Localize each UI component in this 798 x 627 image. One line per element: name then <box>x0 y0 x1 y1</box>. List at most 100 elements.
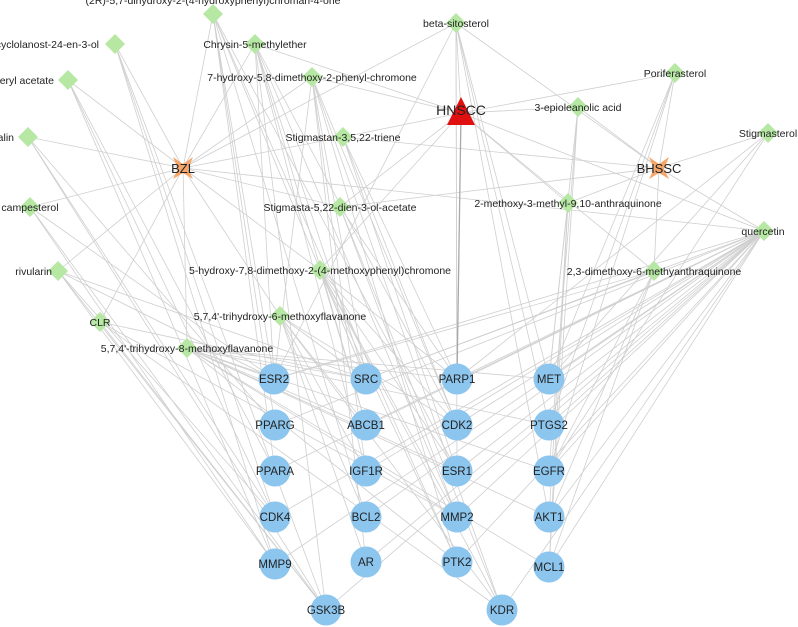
target-node-parp1[interactable]: PARP1 <box>439 363 476 395</box>
target-node-akt1[interactable]: AKT1 <box>533 501 565 533</box>
target-node-gsk3b[interactable]: GSK3B <box>307 594 346 626</box>
edge-c21-BZL <box>182 167 188 349</box>
target-circle <box>533 455 565 487</box>
edge-c16-t1 <box>57 270 275 380</box>
target-node-esr1[interactable]: ESR1 <box>441 455 473 487</box>
target-node-ar[interactable]: AR <box>350 546 382 578</box>
target-node-esr2[interactable]: ESR2 <box>258 363 290 395</box>
edge-c10-BZL <box>182 136 344 169</box>
compound-node-c5[interactable]: Sitosteryl acetate <box>0 70 78 90</box>
compound-node-c12[interactable]: campesterol <box>1 197 59 217</box>
edge-c3-t21 <box>254 43 327 611</box>
compound-node-c7[interactable]: Poriferasterol <box>644 63 706 83</box>
compound-node-c9[interactable]: Baicalin <box>0 127 38 147</box>
compound-label: 2,3-dimethoxy-6-methyanthraquinone <box>567 266 742 278</box>
edge-c10-t3 <box>342 136 458 380</box>
edge-c3-t15 <box>254 43 458 518</box>
edge-c15-t20 <box>548 230 765 568</box>
target-node-kdr[interactable]: KDR <box>486 594 518 626</box>
target-node-mmp2[interactable]: MMP2 <box>440 501 474 533</box>
compound-label: 5-hydroxy-7,8-dimethoxy-2-(4-methoxyphen… <box>189 265 451 277</box>
disease-node-hnscc[interactable]: HNSCC <box>436 97 486 125</box>
edge-c4-t11 <box>455 22 458 472</box>
edge-c18-BHSSC <box>653 167 660 272</box>
compound-node-c4[interactable]: beta-sitosterol <box>423 13 489 33</box>
compound-diamond <box>203 4 223 24</box>
disease-triangle <box>447 97 475 125</box>
compound-label: CLR <box>89 317 110 329</box>
target-node-ptk2[interactable]: PTK2 <box>441 546 473 578</box>
edge-c7-t4 <box>548 72 676 380</box>
edge-c20-BZL <box>182 167 281 317</box>
compound-diamond <box>665 63 685 83</box>
edge-c5-t13 <box>67 79 276 518</box>
compound-node-c8[interactable]: 3-epioleanolic acid <box>535 97 622 117</box>
compound-node-c11[interactable]: Stigmasterol <box>739 123 797 143</box>
edge-c6-t2 <box>311 76 367 380</box>
compound-node-c15[interactable]: quercetin <box>741 221 785 241</box>
edge-c1-t14 <box>212 13 367 518</box>
compound-node-c17[interactable]: 5-hydroxy-7,8-dimethoxy-2-(4-methoxyphen… <box>189 260 451 280</box>
edge-c15-t19 <box>456 230 765 563</box>
target-node-igf1r[interactable]: IGF1R <box>349 455 383 487</box>
target-label: IGF1R <box>349 466 383 478</box>
compound-node-c6[interactable]: 7-hydroxy-5,8-dimethoxy-2-phenyl-chromon… <box>207 67 417 87</box>
target-label: BCL2 <box>352 512 381 524</box>
edge-c13-BHSSC <box>339 167 660 208</box>
herb-chevron <box>649 157 669 179</box>
compound-node-c2[interactable]: 9,19-cyclolanost-24-en-3-ol <box>0 34 125 54</box>
target-node-bcl2[interactable]: BCL2 <box>350 501 382 533</box>
compound-node-c19[interactable]: CLR <box>89 312 111 332</box>
compound-label: 7-hydroxy-5,8-dimethoxy-2-phenyl-chromon… <box>207 72 417 84</box>
edge-c15-t18 <box>365 230 765 563</box>
edge-c7-t8 <box>548 72 676 426</box>
edge-c12-t21 <box>29 206 327 611</box>
target-node-ptgs2[interactable]: PTGS2 <box>530 409 568 441</box>
compound-node-c10[interactable]: Stigmastan-3,5,22-triene <box>286 127 401 147</box>
edge-c15-t16 <box>548 230 765 518</box>
target-node-mmp9[interactable]: MMP9 <box>258 548 292 580</box>
compound-label: 5,7,4'-trihydroxy-6-methoxyflavanone <box>194 311 367 323</box>
edge-c1-BZL <box>182 13 214 169</box>
edge-c15-t11 <box>456 230 765 472</box>
herb-node-bzl[interactable]: BZL <box>171 157 195 179</box>
edge-c18-t16 <box>548 270 655 518</box>
target-circle <box>441 363 473 395</box>
edge-c6-t10 <box>311 76 367 472</box>
disease-label: HNSCC <box>436 102 486 118</box>
target-circle <box>259 548 291 580</box>
target-node-met[interactable]: MET <box>533 363 565 395</box>
compound-node-c18[interactable]: 2,3-dimethoxy-6-methyanthraquinone <box>567 261 742 281</box>
target-node-ppara[interactable]: PPARA <box>256 455 294 487</box>
edge-c11-BHSSC <box>658 132 769 169</box>
target-label: PTK2 <box>443 557 472 569</box>
herb-chevron <box>173 157 193 179</box>
edge-c8-t20 <box>548 106 579 568</box>
target-node-mcl1[interactable]: MCL1 <box>533 551 565 583</box>
compound-label: Chrysin-5-methylether <box>203 39 307 51</box>
target-node-abcb1[interactable]: ABCB1 <box>347 409 385 441</box>
compound-node-c21[interactable]: 5,7,4'-trihydroxy-8-methoxyflavanone <box>101 338 274 358</box>
target-node-egfr[interactable]: EGFR <box>533 455 565 487</box>
compound-diamond <box>558 193 578 213</box>
target-node-cdk4[interactable]: CDK4 <box>259 501 291 533</box>
edge-layer <box>27 13 769 611</box>
compound-node-c1[interactable]: (2R)-5,7-dihydroxy-2-(4-hydroxyphenyl)ch… <box>85 0 341 24</box>
compound-node-c3[interactable]: Chrysin-5-methylether <box>203 34 307 54</box>
compound-node-c20[interactable]: 5,7,4'-trihydroxy-6-methoxyflavanone <box>194 306 367 326</box>
target-node-src[interactable]: SRC <box>350 363 382 395</box>
target-circle <box>441 409 473 441</box>
compound-label: (2R)-5,7-dihydroxy-2-(4-hydroxyphenyl)ch… <box>85 0 340 7</box>
edge-c2-BZL <box>114 43 184 169</box>
edge-c15-BZL <box>182 167 765 232</box>
compound-diamond <box>177 338 197 358</box>
compound-node-c14[interactable]: 2-methoxy-3-methyl-9,10-anthraquinone <box>474 193 662 213</box>
edge-c2-t21 <box>114 43 327 611</box>
compound-node-c16[interactable]: rivularin <box>15 261 68 281</box>
target-node-cdk2[interactable]: CDK2 <box>441 409 473 441</box>
compound-node-c13[interactable]: Stigmasta-5,22-dien-3-ol-acetate <box>264 197 417 217</box>
target-circle <box>441 501 473 533</box>
herb-node-bhssc[interactable]: BHSSC <box>637 157 682 179</box>
target-node-pparg[interactable]: PPARG <box>255 409 295 441</box>
